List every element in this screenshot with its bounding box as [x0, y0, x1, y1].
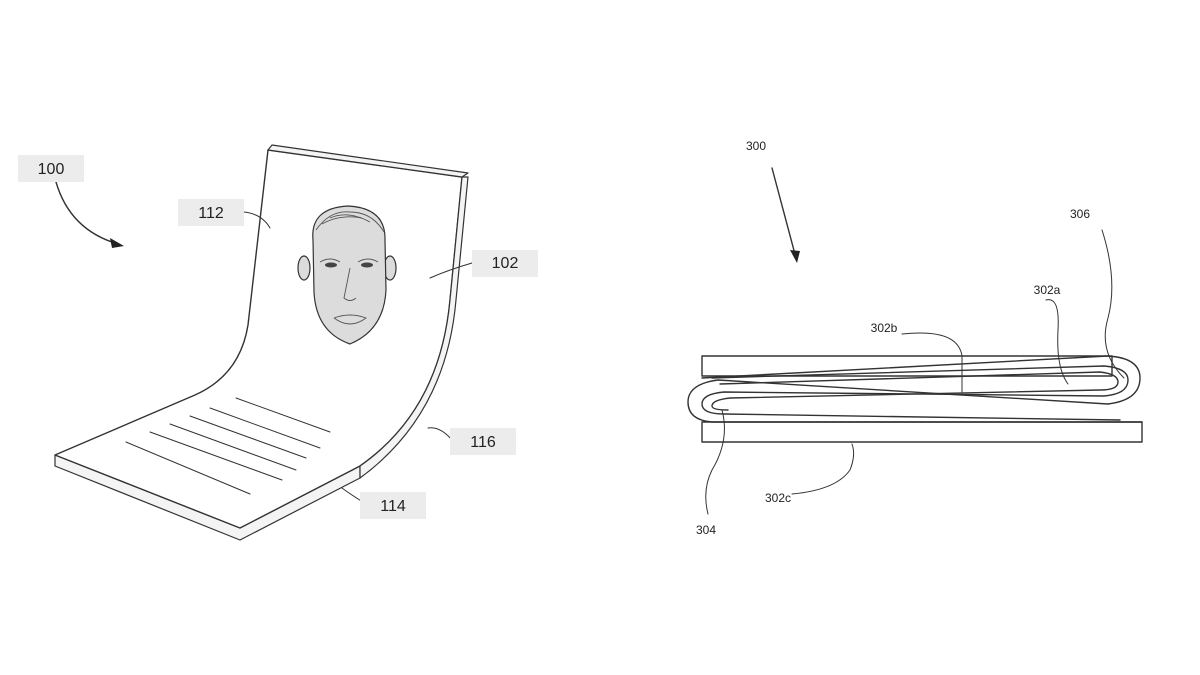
leader-304	[705, 409, 725, 515]
device-top-edge	[267, 144, 469, 178]
label-100-text: 100	[38, 161, 65, 178]
face-image	[297, 205, 397, 345]
label-102-text: 102	[492, 255, 519, 272]
base-text-lines	[125, 397, 331, 495]
label-114-text: 114	[380, 498, 406, 515]
leader-302c	[791, 443, 855, 495]
label-306-text: 306	[1070, 207, 1090, 221]
label-114: 114	[360, 492, 426, 519]
device-side-edge	[359, 176, 469, 479]
leader-302b	[901, 332, 963, 393]
foldable-device-figure-100: 100 112 102 116 114	[18, 144, 538, 541]
label-302a-text: 302a	[1034, 283, 1061, 297]
leader-306	[1101, 229, 1125, 379]
label-116-text: 116	[470, 434, 496, 451]
leader-300-arrow	[771, 167, 797, 259]
label-112: 112	[178, 199, 244, 226]
label-302b-text: 302b	[871, 321, 898, 335]
label-102: 102	[472, 250, 538, 277]
label-302c-text: 302c	[765, 491, 791, 505]
leader-112	[243, 211, 271, 229]
folded-display-figure-300: 300 306 302a 302b 302c 304	[687, 139, 1143, 537]
label-304-text: 304	[696, 523, 716, 537]
leader-102	[429, 262, 473, 279]
leader-100-arrowhead	[110, 238, 124, 248]
leader-300-arrowhead	[790, 250, 800, 263]
label-116: 116	[450, 428, 516, 455]
label-112-text: 112	[198, 205, 224, 222]
leader-116	[427, 427, 453, 441]
label-300-text: 300	[746, 139, 766, 153]
flexible-layer-outer	[687, 355, 1143, 423]
label-100: 100	[18, 155, 84, 182]
flexible-layer-core	[711, 371, 1119, 411]
leader-302a	[1045, 299, 1069, 385]
leader-100-arrow	[55, 181, 119, 245]
bottom-plate	[701, 421, 1143, 443]
